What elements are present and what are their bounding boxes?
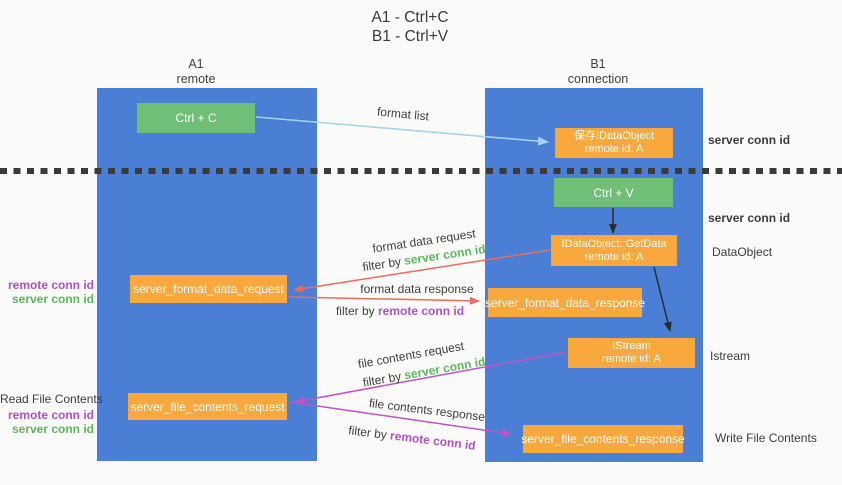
server-format-data-request-box: server_format_data_request (130, 275, 287, 303)
istream-line2: remote id: A (602, 353, 661, 365)
file-contents-response-label: file contents response (368, 395, 486, 425)
istream-line1: IStream (612, 340, 651, 352)
getdata-line2: remote id: A (584, 250, 644, 263)
getdata-box: IDataObject::GetData remote id: A (551, 235, 677, 266)
filter-by-remote-conn-id-label-2: filter by remote conn id (348, 423, 477, 453)
format-data-response-label: format data response (360, 282, 474, 296)
title-line-2: B1 - Ctrl+V (371, 28, 449, 45)
save-idataobject-line1: 保存IDataObject (573, 130, 655, 142)
ctrl-v-label: Ctrl + V (593, 185, 634, 200)
filter-by-text: filter by (361, 254, 402, 275)
save-idataobject-line2: remote id: A (584, 143, 644, 155)
filter-by-text: filter by (335, 304, 375, 318)
filter-by-text: filter by (361, 369, 403, 390)
server-file-contents-response-label: server_file_contents_response (521, 432, 685, 446)
server-format-data-response-box: server_format_data_response (484, 288, 646, 317)
format-list-label: format list (376, 104, 430, 124)
save-idataobject-box: 保存IDataObject remote id: A (555, 128, 673, 158)
section-divider (0, 168, 842, 174)
istream-annotation: Istream (710, 349, 751, 363)
lifeline-a1-role: remote (176, 72, 216, 86)
read-file-contents-annotation: Read File Contents (0, 392, 103, 406)
server-conn-id-annotation-left-2: server conn id (11, 422, 94, 436)
server-file-contents-request-label: server_file_contents_request (130, 399, 285, 414)
server-conn-id-annotation-mid: server conn id (708, 211, 791, 225)
server-format-data-response-label: server_format_data_response (484, 295, 646, 310)
lifeline-b1-role: connection (567, 72, 629, 86)
dataobject-annotation: DataObject (712, 245, 773, 259)
server-file-contents-request-box: server_file_contents_request (128, 393, 287, 420)
remote-conn-id-text: remote conn id (389, 428, 477, 453)
ctrl-c-label: Ctrl + C (175, 111, 217, 125)
format-data-response-arrow (288, 296, 480, 305)
remote-conn-id-text: remote conn id (378, 304, 465, 318)
filter-by-text: filter by (347, 423, 388, 442)
lifeline-header-b1: B1 connection (568, 57, 628, 87)
ctrl-v-box: Ctrl + V (554, 178, 673, 207)
filter-by-remote-conn-id-label-1: filter by remote conn id (336, 304, 464, 318)
lifeline-b1-name: B1 (590, 57, 606, 71)
server-conn-id-annotation-left-1: server conn id (11, 292, 94, 306)
remote-conn-id-annotation-left-2: remote conn id (7, 408, 94, 422)
ctrl-c-box: Ctrl + C (137, 103, 255, 133)
diagram-title: A1 - Ctrl+C B1 - Ctrl+V (371, 8, 448, 46)
getdata-line1: IDataObject::GetData (561, 237, 667, 250)
lifeline-a1-name: A1 (188, 57, 204, 71)
istream-box: IStream remote id: A (568, 338, 695, 368)
write-file-contents-annotation: Write File Contents (715, 431, 817, 445)
remote-conn-id-annotation-left-1: remote conn id (7, 278, 94, 292)
server-file-contents-response-box: server_file_contents_response (521, 425, 685, 453)
server-format-data-request-label: server_format_data_request (133, 282, 284, 296)
title-line-1: A1 - Ctrl+C (371, 9, 449, 26)
server-conn-id-annotation-top: server conn id (708, 133, 791, 147)
lifeline-header-a1: A1 remote (177, 57, 216, 87)
